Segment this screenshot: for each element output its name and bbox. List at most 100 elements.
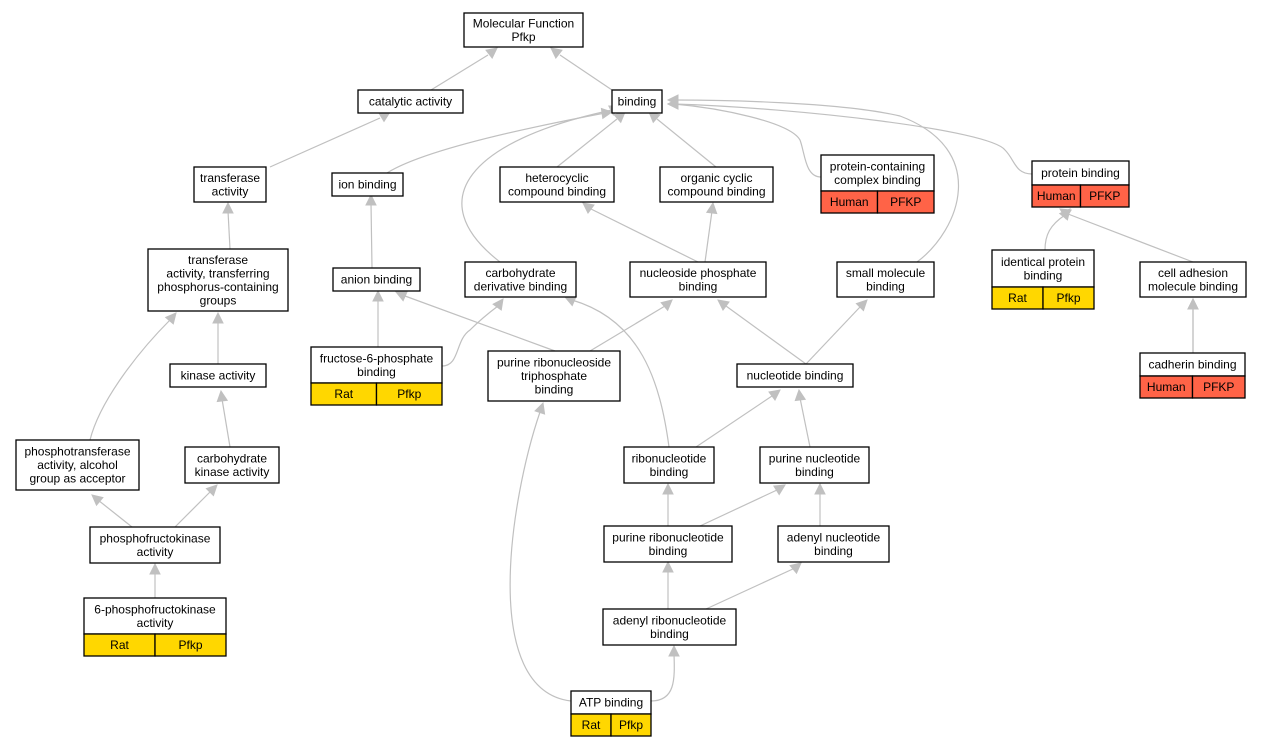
edge-line <box>1067 213 1194 263</box>
arrowhead <box>794 388 807 402</box>
node-anion[interactable]: anion binding <box>332 267 421 292</box>
node-box <box>332 267 421 292</box>
node-label-line: adenyl ribonucleotide <box>613 613 727 627</box>
edge-line <box>650 653 675 702</box>
gene-tag <box>1079 184 1130 208</box>
arrowhead <box>149 562 161 575</box>
node-label-line: adenyl nucleotide <box>787 530 881 544</box>
node-box <box>487 350 621 402</box>
node-box <box>15 439 140 491</box>
node-label-line: triphosphate <box>521 369 587 383</box>
node-label-line: cell adhesion <box>1158 266 1228 280</box>
edge-line <box>673 103 1033 175</box>
arrowhead <box>164 312 177 325</box>
node-label-line: group as acceptor <box>29 472 125 486</box>
node-label-line: kinase activity <box>195 465 270 479</box>
arrowhead <box>534 401 546 415</box>
node-label-line: 6-phosphofructokinase <box>94 602 216 616</box>
edge-line <box>430 54 489 91</box>
gene-tag <box>154 633 227 657</box>
edge-line <box>673 99 959 263</box>
node-label-line: protein binding <box>1041 166 1120 180</box>
arrowhead <box>662 482 674 495</box>
node-label-line: binding <box>814 544 853 558</box>
node-label-line: activity, transferring <box>166 266 269 280</box>
gene-tag-label: Pfkp <box>178 638 202 652</box>
arrowhead <box>216 389 229 403</box>
arrowhead <box>789 562 802 575</box>
node-box <box>193 166 267 203</box>
edge-line <box>725 305 807 365</box>
arrowhead <box>768 389 781 401</box>
node-label-line: identical protein <box>1001 255 1085 269</box>
node-box <box>499 166 615 203</box>
node-label-line: binding <box>679 279 718 293</box>
gene-tag <box>1191 375 1246 399</box>
node-label-line: binding <box>535 383 574 397</box>
node-label-line: binding <box>357 365 396 379</box>
node-label-line: carbohydrate <box>197 451 267 465</box>
node-nucleotide[interactable]: nucleotide binding <box>736 363 854 388</box>
node-label-line: purine ribonucleotide <box>612 530 724 544</box>
edge-line <box>590 208 699 263</box>
edge-line <box>386 112 606 174</box>
species-tag-label: Rat <box>582 718 601 732</box>
arrowhead <box>1187 297 1199 310</box>
node-label-line: ion binding <box>338 178 396 192</box>
node-binding[interactable]: binding <box>611 89 663 114</box>
arrowhead <box>91 494 104 507</box>
arrowhead <box>394 290 408 302</box>
node-label-line: ATP binding <box>579 696 643 710</box>
node-box <box>169 363 267 388</box>
node-ion[interactable]: ion binding <box>331 172 404 197</box>
node-label-line: Molecular Function <box>473 16 574 30</box>
species-tag-label: Human <box>830 195 869 209</box>
node-label-line: binding <box>649 544 688 558</box>
arrowhead <box>717 299 730 311</box>
node-catalytic[interactable]: catalytic activity <box>357 89 464 114</box>
node-box <box>777 525 890 563</box>
node-label-line: compound binding <box>667 184 765 198</box>
arrowhead <box>666 94 679 106</box>
edge-line <box>673 103 822 178</box>
species-tag-label: Rat <box>110 638 129 652</box>
arrowhead <box>550 47 563 60</box>
node-label-line: fructose-6-phosphate <box>320 351 434 365</box>
node-label-line: molecule binding <box>1148 279 1238 293</box>
node-label-line: phosphofructokinase <box>100 531 211 545</box>
edge-line <box>174 491 211 528</box>
node-label-line: anion binding <box>341 273 412 287</box>
gene-tag-label: Pfkp <box>619 718 643 732</box>
node-kinase[interactable]: kinase activity <box>169 363 267 388</box>
arrowhead <box>372 289 384 302</box>
arrowhead <box>485 47 498 60</box>
gene-tag <box>876 190 935 214</box>
arrowhead <box>492 298 504 311</box>
species-tag-label: Rat <box>1008 291 1027 305</box>
